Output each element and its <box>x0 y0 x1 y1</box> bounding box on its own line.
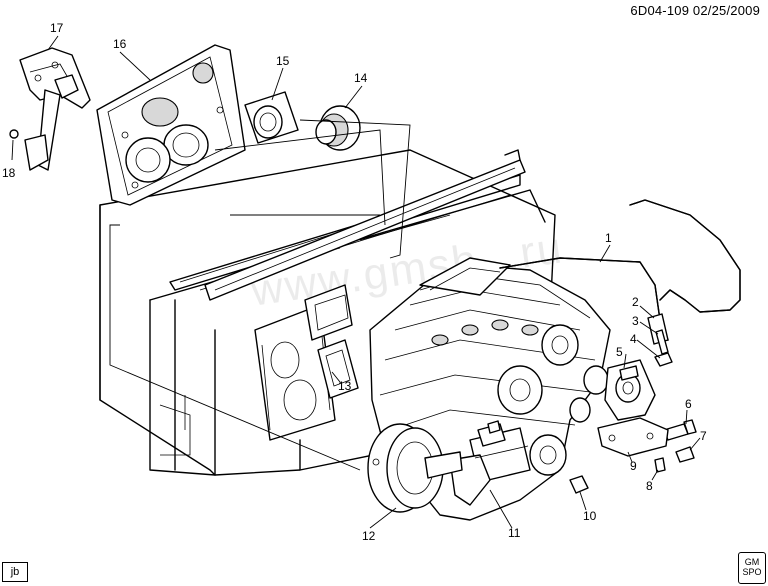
firewall-cutout <box>254 284 353 441</box>
callout-9: 9 <box>630 459 637 473</box>
callout-2: 2 <box>632 295 639 309</box>
callout-4: 4 <box>630 332 637 346</box>
diagram-code-date: 6D04-109 02/25/2009 <box>630 3 760 18</box>
callout-10: 10 <box>583 509 597 523</box>
part-10-nut <box>569 475 589 494</box>
callout-18: 18 <box>2 166 16 180</box>
part-17-pedal-bracket <box>9 47 91 171</box>
callout-5: 5 <box>616 345 623 359</box>
part-4-nut <box>654 352 673 367</box>
assembly-guide-lines <box>109 119 411 471</box>
part-16-insulator-plate <box>96 44 246 206</box>
part-8-bolt <box>654 457 666 473</box>
callout-17: 17 <box>50 21 64 35</box>
logo-line-1: GM <box>744 557 760 567</box>
callout-13: 13 <box>338 379 352 393</box>
callout-1: 1 <box>605 231 612 245</box>
callout-leaders <box>11 35 701 529</box>
part-7-bolt <box>675 446 695 463</box>
callout-6: 6 <box>685 397 692 411</box>
callout-14: 14 <box>354 71 368 85</box>
callout-15: 15 <box>276 54 290 68</box>
callout-8: 8 <box>646 479 653 493</box>
callout-3: 3 <box>632 314 639 328</box>
part-13-bracket <box>317 339 359 399</box>
illustrator-tag: jb <box>2 562 28 582</box>
part-3-bolt <box>655 329 669 355</box>
logo-line-2: SPO <box>742 567 762 577</box>
cowl-panel <box>204 149 526 301</box>
part-6-bolt <box>663 419 697 441</box>
callout-7: 7 <box>700 429 707 443</box>
part-12-brake-booster <box>367 423 463 513</box>
callout-12: 12 <box>362 529 376 543</box>
callout-labels: 17 16 15 14 18 1 2 3 4 5 6 7 8 9 10 11 1… <box>2 21 707 543</box>
part-11-master-cylinder <box>449 420 531 506</box>
part-9-bracket <box>597 417 669 457</box>
callout-16: 16 <box>113 37 127 51</box>
part-14-grommet <box>315 105 361 151</box>
gm-spo-logo: GM SPO <box>738 552 766 584</box>
callout-11: 11 <box>508 526 521 540</box>
part-5-pump <box>604 359 656 421</box>
part-15-seal <box>244 91 299 144</box>
